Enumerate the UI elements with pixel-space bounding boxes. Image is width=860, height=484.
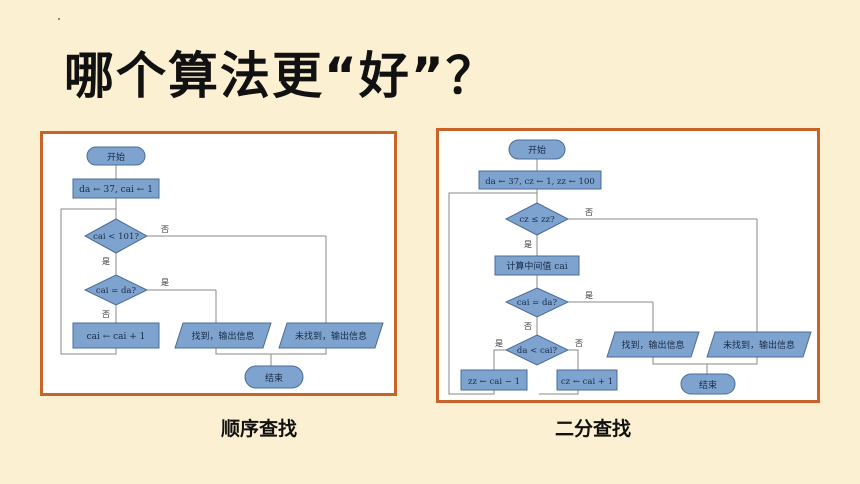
lower-bound-box	[556, 369, 618, 391]
no-label-2: 否	[524, 322, 532, 331]
start-label: 开始	[528, 144, 546, 156]
yes-label-1: 是	[102, 257, 110, 266]
init-label: da ← 37, cz ← 1, zz ← 100	[485, 177, 595, 187]
end-label: 结束	[699, 379, 717, 391]
sequential-search-caption: 顺序查找	[221, 418, 298, 440]
end-node	[244, 365, 304, 389]
condition-label-2: cai = da?	[96, 286, 137, 296]
mid-box	[494, 255, 580, 276]
found-label: 找到，输出信息	[621, 339, 684, 351]
condition-diamond-1	[504, 202, 570, 236]
condition-diamond-2	[83, 274, 149, 306]
no-label-1: 否	[585, 208, 593, 217]
page-title: 哪个算法更“好”？	[64, 47, 498, 105]
binary-search-frame: 开始 da ← 37, cz ← 1, zz ← 100 cz ≤ zz? 计算…	[436, 128, 820, 403]
increment-label: cai ← cai + 1	[87, 332, 146, 342]
found-output	[174, 322, 272, 349]
no-label-1: 否	[161, 225, 169, 234]
lower-bound-label: cz ← cai + 1	[561, 377, 613, 387]
no-label-3: 否	[575, 339, 583, 348]
no-label-2: 否	[102, 310, 110, 319]
condition-diamond-3	[504, 334, 570, 366]
notfound-label: 未找到，输出信息	[723, 339, 795, 351]
binary-search-caption: 二分查找	[555, 418, 632, 440]
notfound-output	[278, 322, 384, 349]
yes-label-2: 是	[585, 291, 593, 300]
end-label: 结束	[265, 372, 283, 384]
found-label: 找到，输出信息	[191, 330, 254, 342]
condition-label-3: da < cai?	[517, 346, 558, 356]
init-label: da ← 37, cai ← 1	[79, 185, 153, 195]
flow-edges	[448, 159, 758, 395]
yes-label-1: 是	[524, 240, 532, 249]
yes-label-3: 是	[495, 339, 503, 348]
start-node	[508, 139, 566, 160]
condition-label-1: cz ≤ zz?	[519, 215, 555, 225]
notfound-label: 未找到，输出信息	[295, 330, 367, 342]
dot-mark	[58, 18, 60, 20]
condition-diamond-2	[504, 287, 570, 318]
start-node	[86, 146, 146, 166]
yes-label-2: 是	[161, 278, 169, 287]
upper-bound-label: zz ← cai − 1	[468, 377, 520, 387]
binary-search-flowchart: 开始 da ← 37, cz ← 1, zz ← 100 cz ≤ zz? 计算…	[448, 139, 812, 395]
notfound-output	[706, 331, 812, 358]
sequential-search-flowchart: 开始 da ← 37, cai ← 1 cai < 101? cai = da?…	[60, 146, 384, 389]
start-label: 开始	[107, 151, 125, 163]
mid-label: 计算中间值 cai	[506, 260, 567, 272]
end-node	[680, 373, 736, 395]
upper-bound-box	[460, 369, 528, 391]
increment-box	[72, 322, 160, 349]
init-box	[478, 170, 602, 190]
flow-edges	[60, 165, 327, 366]
sequential-search-frame: 开始 da ← 37, cai ← 1 cai < 101? cai = da?…	[40, 131, 397, 396]
condition-label-1: cai < 101?	[93, 232, 139, 242]
condition-diamond-1	[83, 218, 149, 254]
found-output	[606, 331, 700, 358]
init-box	[72, 178, 160, 199]
condition-label-2: cai = da?	[517, 298, 558, 308]
